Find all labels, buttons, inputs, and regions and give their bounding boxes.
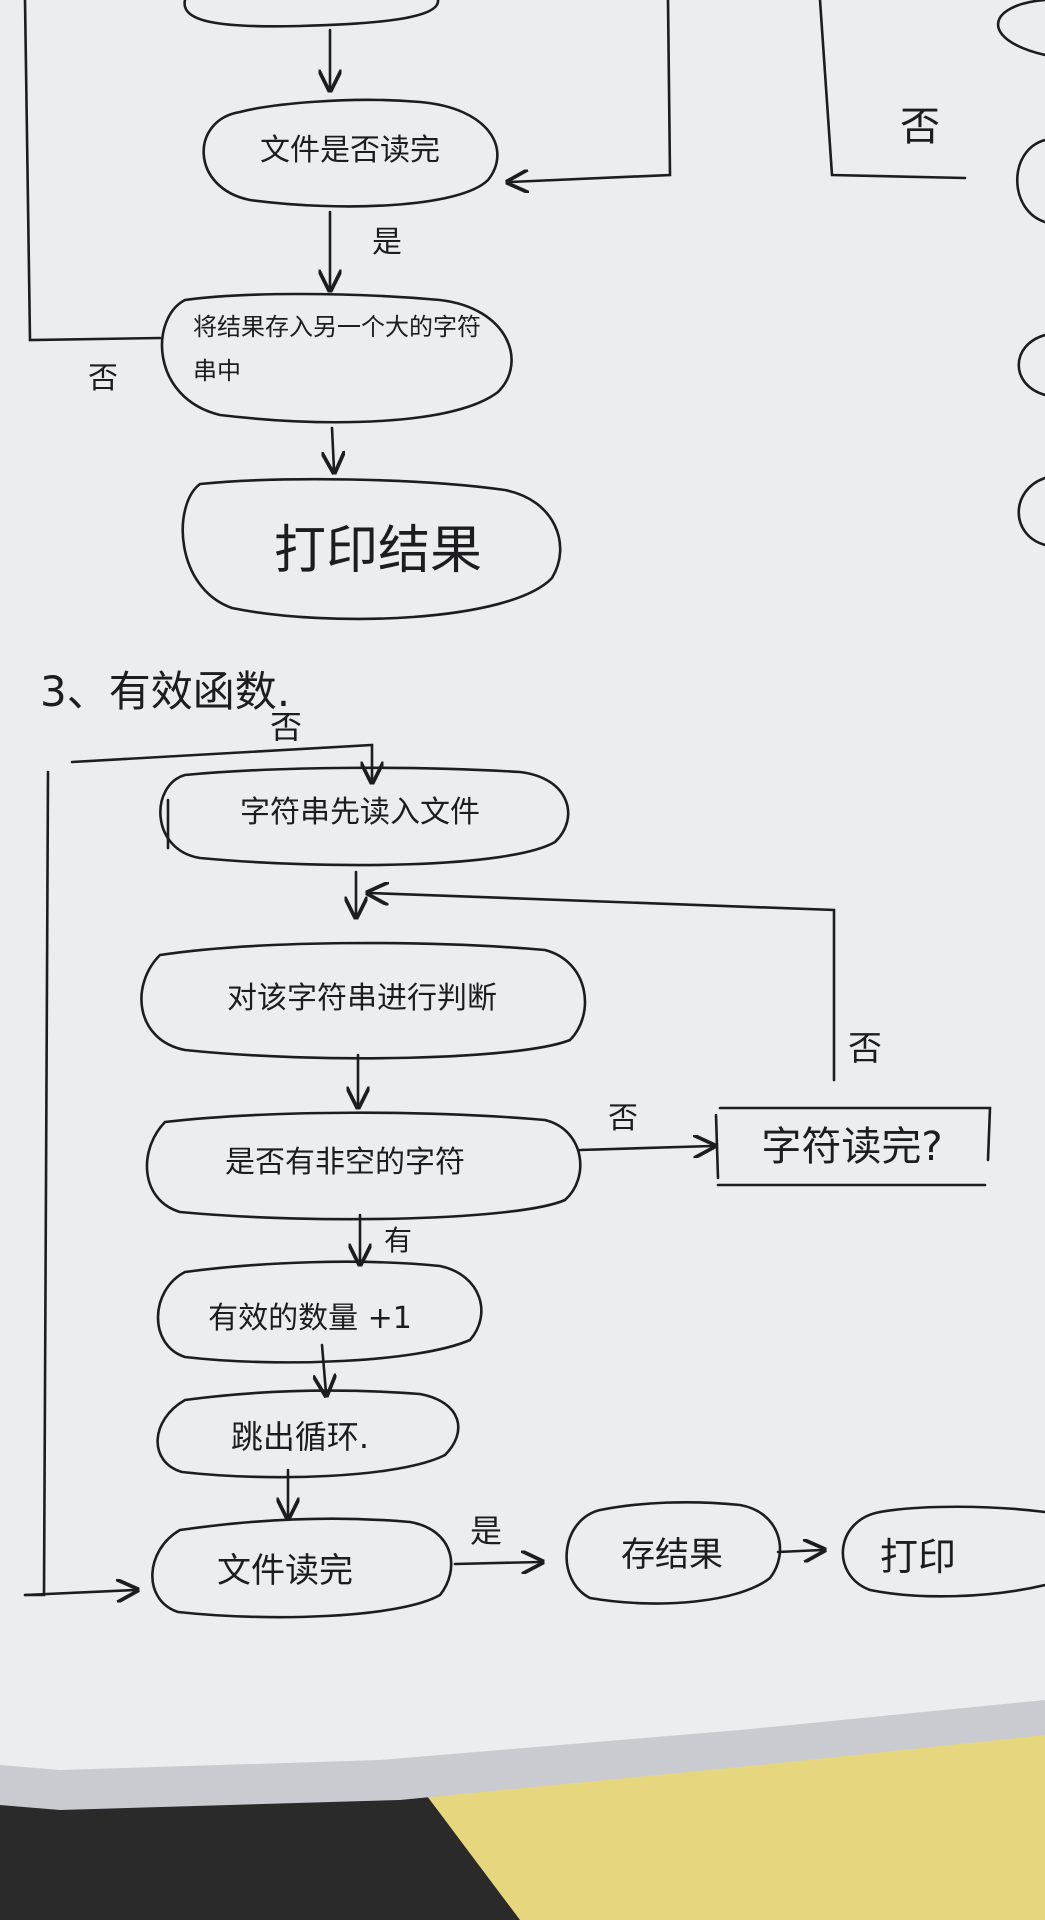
node-store-string-shape <box>160 292 513 424</box>
top-partial-node <box>183 0 440 28</box>
label-no-up: 否 <box>848 1029 882 1069</box>
far-right-node-3 <box>1017 333 1045 397</box>
node-char-done-top <box>718 1106 992 1162</box>
arrow-to-jump <box>322 1343 326 1393</box>
far-right-line <box>818 0 967 180</box>
section2-heading: 3、有效函数. <box>40 667 290 716</box>
node-judge-string-text: 对该字符串进行判断 <box>227 981 497 1016</box>
node-store-result-text: 存结果 <box>621 1535 723 1575</box>
arrow-to-print-result <box>332 426 334 470</box>
node-store-string-text-box: 将结果存入另一个大的字符串中 <box>193 313 481 385</box>
label-no-right: 否 <box>900 104 940 150</box>
node-count-text: 有效的数量 +1 <box>208 1301 412 1336</box>
far-right-node-1 <box>996 0 1045 57</box>
node-non-empty-shape <box>145 1111 582 1221</box>
node-non-empty-text: 是否有非空的字符 <box>225 1145 465 1180</box>
arrow-to-char-done <box>578 1146 712 1150</box>
node-print-shape <box>841 1510 1045 1598</box>
node-file-done-shape <box>151 1517 453 1619</box>
label-yes-1: 是 <box>372 225 402 260</box>
section1-strokes <box>23 0 1045 621</box>
label-no-mid: 否 <box>608 1101 638 1136</box>
node-print-shape-top <box>878 1505 1045 1514</box>
node-char-done-text: 字符读完? <box>761 1124 942 1170</box>
node-print-result-text: 打印结果 <box>274 521 482 581</box>
node-char-done-left <box>714 1113 720 1180</box>
node-jump-text: 跳出循环. <box>231 1418 369 1456</box>
left-loop-into-file-done <box>23 1590 135 1595</box>
section2-strokes <box>23 743 1045 1619</box>
left-loop-line <box>23 0 162 342</box>
node-read-file-shape <box>159 766 570 867</box>
arrow-to-print <box>776 1550 822 1552</box>
node-print-text: 打印 <box>880 1535 956 1579</box>
arrow-to-store-result <box>453 1562 540 1564</box>
far-right-node-4 <box>1017 476 1045 547</box>
node-print-result-shape <box>181 477 562 621</box>
node-jump-shape <box>156 1389 460 1479</box>
node-file-read-done-shape <box>202 98 499 208</box>
return-loop-arrow <box>370 893 836 1082</box>
node-store-string-text: 将结果存入另一个大的字符串中 <box>193 313 481 385</box>
far-right-node-2 <box>1015 138 1045 224</box>
node-judge-string-shape <box>140 941 587 1060</box>
node-file-read-done-text: 文件是否读完 <box>260 133 440 168</box>
node-store-result-shape <box>565 1500 782 1605</box>
right-loop-line <box>510 0 672 182</box>
label-no-top: 否 <box>270 708 302 746</box>
label-yes-2: 有 <box>384 1224 412 1257</box>
label-yes-3: 是 <box>470 1512 502 1550</box>
paper-sheet <box>0 0 1045 1770</box>
label-no-1: 否 <box>88 361 118 396</box>
node-read-file-text: 字符串先读入文件 <box>240 795 480 830</box>
node-count-shape <box>156 1260 483 1364</box>
node-file-done-text: 文件读完 <box>217 1551 353 1591</box>
